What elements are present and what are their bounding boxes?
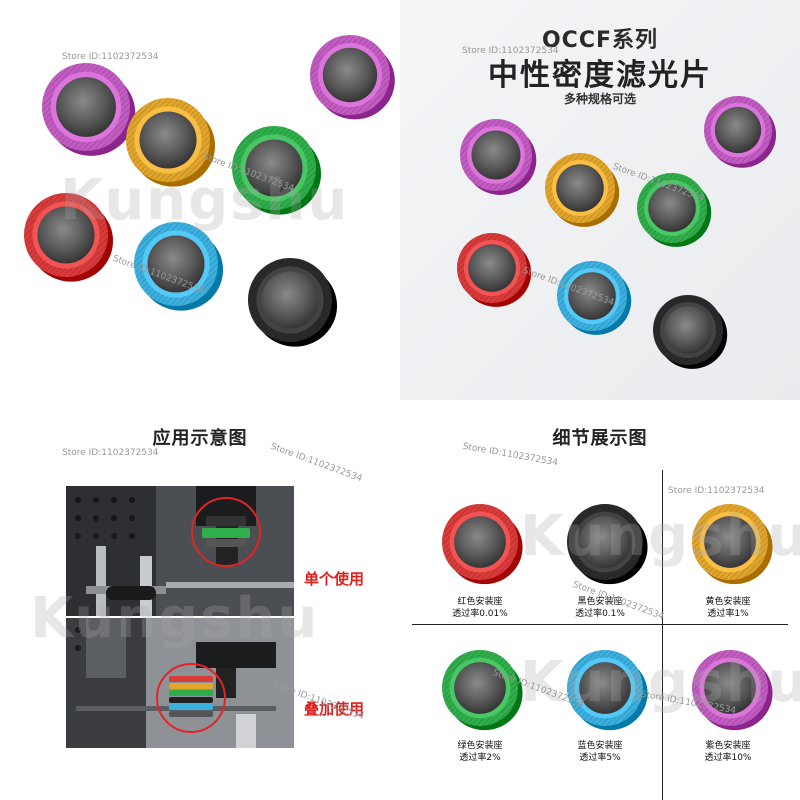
black-filter [653,295,728,369]
blue-filter [134,222,224,311]
blue-filter [557,261,632,335]
series-title: OCCF系列 [541,28,659,53]
single-use-label: 单个使用 [304,570,365,588]
filters-illustration [457,96,777,369]
purple-filter [460,119,537,195]
application-panel: 应用示意图 单个使用 [0,400,400,800]
brand-watermark: Kungshu [60,168,350,233]
store-watermark: Store ID:1102372534 [62,448,159,458]
product-title: 中性密度滤光片 [488,58,712,93]
red-filter [24,193,114,282]
stacked-use-label: 叠加使用 [304,700,365,718]
detail-filters [442,504,773,731]
purple-filter [310,35,395,120]
product-title-panel: OCCF系列 中性密度滤光片 多种规格可选 Store ID:110237253… [400,0,800,400]
detail-caption: 黄色安装座透过率1% [705,597,751,619]
detail-caption: 绿色安装座透过率2% [457,741,503,763]
purple-filter [42,63,136,156]
detail-panel: 细节展示图 红色安装座透过率0.01% 黑色安装座透过率0.1% 黄色安装座透过… [400,400,800,800]
detail-filter-0 [442,504,523,585]
detail-filter-1 [567,504,648,585]
red-filter [457,233,532,307]
product-photo-panel: Kungshu Store ID:1102372534 Store ID:110… [0,0,400,400]
detail-caption: 蓝色安装座透过率5% [577,741,623,763]
detail-title: 细节展示图 [552,428,648,449]
store-watermark: Store ID:1102372534 [62,52,159,62]
yellow-filter [126,98,216,187]
detail-caption: 红色安装座透过率0.01% [452,597,508,619]
single-use-photo [66,486,294,616]
application-title: 应用示意图 [152,428,248,449]
brand-watermark: Kungshu [30,586,320,651]
filters-illustration [24,35,395,347]
purple-filter [704,96,777,168]
detail-caption: 黑色安装座透过率0.1% [575,597,625,619]
brand-watermark: Kungshu [520,650,800,715]
store-watermark: Store ID:1102372534 [462,46,559,56]
brand-watermark: Kungshu [520,504,800,569]
detail-filter-2 [692,504,773,585]
black-filter [248,258,338,347]
detail-caption: 紫色安装座透过率10% [704,741,752,763]
detail-filter-4 [567,650,648,731]
grid-divider [662,470,663,800]
green-filter [637,173,712,247]
detail-filter-5 [692,650,773,731]
yellow-filter [545,153,620,227]
product-subtitle: 多种规格可选 [563,92,636,106]
green-filter [232,126,322,215]
store-watermark: Store ID:1102372534 [668,486,765,496]
detail-filter-3 [442,650,523,731]
grid-divider [412,624,788,625]
stacked-use-photo [66,618,294,748]
